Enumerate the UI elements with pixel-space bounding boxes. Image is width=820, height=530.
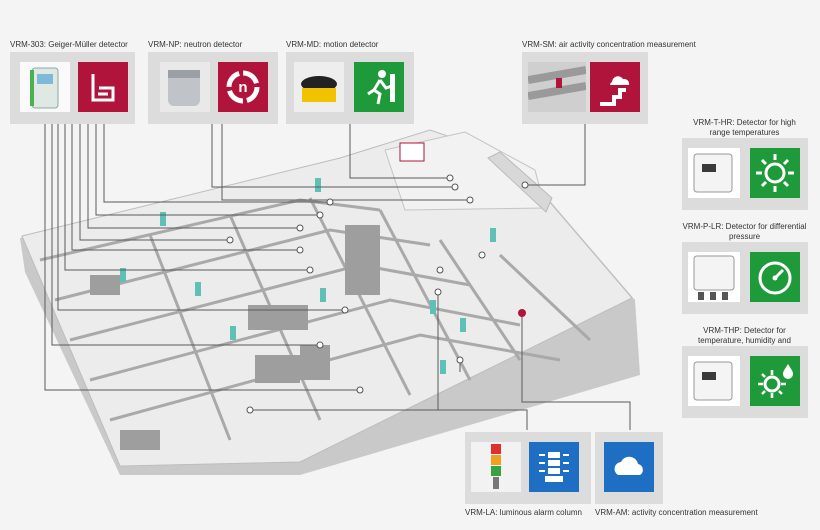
vrm303-card[interactable] [10, 52, 135, 124]
green-doors [120, 178, 496, 374]
signal-tower-icon [529, 442, 579, 492]
alarm-marker [518, 309, 526, 317]
air-duct [487, 151, 553, 213]
vrmsm-card[interactable] [522, 52, 648, 124]
vrmthp-card[interactable] [682, 346, 808, 418]
duct-device-image [527, 62, 587, 112]
sun-drop-icon [750, 356, 800, 406]
vrmnp-card[interactable]: n [148, 52, 278, 124]
connector-lines [44, 124, 631, 430]
vrmam-label: VRM-AM: activity concentration measureme… [595, 508, 758, 517]
vrmthr-label: VRM-T-HR: Detector for high range temper… [693, 118, 796, 137]
vrm303-label: VRM-303: Geiger-Müller detector [10, 40, 128, 49]
running-man-exit-icon [354, 62, 404, 112]
vrmplr-card[interactable] [682, 242, 808, 314]
gauge-icon [750, 252, 800, 302]
vrmla-label: VRM-LA: luminous alarm column [465, 508, 582, 517]
pressure-device-image [688, 252, 740, 302]
vrmnp-label: VRM-NP: neutron detector [148, 40, 243, 49]
cloud-stairs-icon [590, 62, 640, 112]
svg-text:n: n [238, 79, 247, 96]
vrmmd-card[interactable] [286, 52, 414, 124]
vrmam-card[interactable] [595, 432, 663, 504]
cloud-icon [604, 442, 654, 492]
lab-equipment [90, 225, 380, 450]
detector-housing-icon [78, 62, 128, 112]
neutron-n-icon: n [218, 62, 268, 112]
vrmsm-label: VRM-SM: air activity concentration measu… [522, 40, 696, 49]
temp-hr-device-image [688, 148, 740, 198]
connector-dots [226, 174, 529, 414]
neutron-device-image [160, 62, 210, 112]
sun-icon [750, 148, 800, 198]
vrmla-card[interactable] [465, 432, 591, 504]
vrmplr-label: VRM-P-LR: Detector for differential pres… [682, 222, 807, 241]
geiger-device-image [20, 62, 70, 112]
annex-sign [399, 142, 425, 162]
thp-device-image [688, 356, 740, 406]
building-floor [21, 129, 633, 467]
vrmmd-label: VRM-MD: motion detector [286, 40, 379, 49]
vrmthr-card[interactable] [682, 138, 808, 210]
motion-device-image [294, 62, 344, 112]
alarm-column-image [471, 442, 521, 492]
